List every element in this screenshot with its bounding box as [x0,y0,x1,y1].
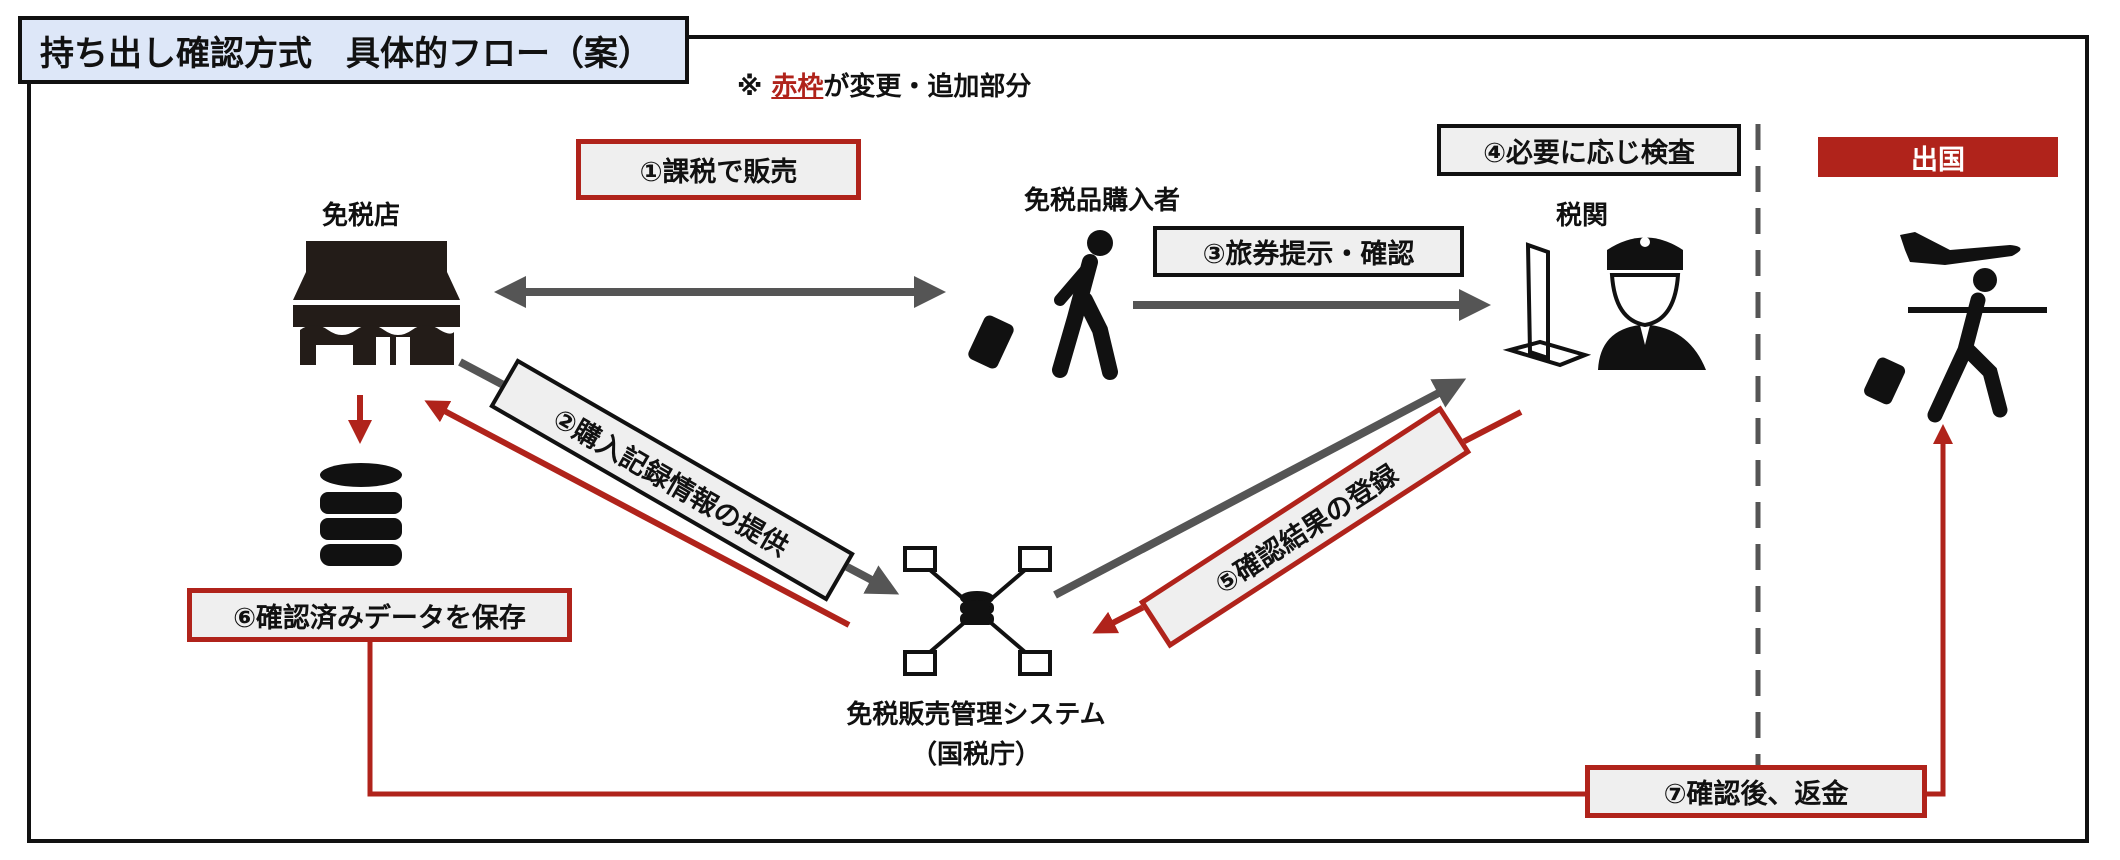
system-agency-label: （国税庁） [910,740,1042,770]
note-suffix: が変更・追加部分 [823,72,1032,102]
legend-note: ※ 赤枠が変更・追加部分 [737,66,1031,103]
title-text: 持ち出し確認方式 具体的フロー（案） [40,33,652,74]
shop-label: 免税店 [321,201,401,231]
system-label: 免税販売管理システム [846,700,1106,730]
step7-box: ⑦確認後、返金 [1585,765,1927,818]
note-prefix: ※ [737,72,772,102]
system-shop-arrow [424,400,851,628]
step1-box: ①課税で販売 [576,139,861,200]
page-title: 持ち出し確認方式 具体的フロー（案） [18,16,689,84]
airplane-icon [1900,232,2021,265]
shop-icon [293,241,460,365]
departing-traveler-icon [1864,268,2008,423]
step6-box: ⑥確認済みデータを保存 [187,588,572,642]
diagram-frame [27,35,2089,843]
step3-box: ③旅券提示・確認 [1153,226,1464,277]
traveler-icon [968,230,1118,380]
refund-line [367,424,1953,797]
departure-banner: 出国 [1818,137,2058,177]
system-customs-arrow [1053,378,1467,599]
note-highlight: 赤枠 [771,72,824,102]
customs-label: 税関 [1555,201,1609,231]
customs-officer-icon [1502,237,1706,370]
network-system-icon [903,546,1052,676]
step4-box: ④必要に応じ検査 [1437,124,1741,176]
database-icon [320,463,402,566]
buyer-label: 免税品購入者 [1023,186,1181,216]
